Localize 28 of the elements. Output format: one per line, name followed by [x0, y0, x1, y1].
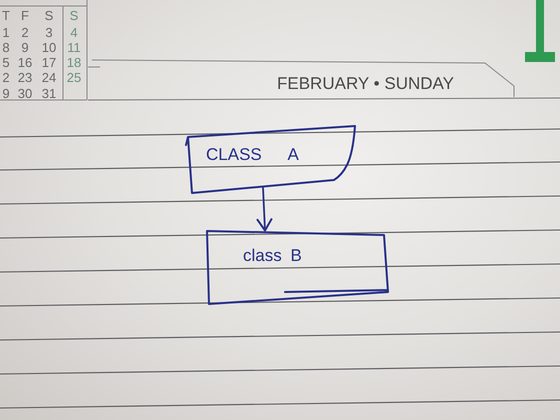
- calendar-day: 4: [64, 25, 84, 40]
- date-header: FEBRUARY • SUNDAY: [277, 74, 454, 94]
- calendar-day: 1: [0, 25, 16, 40]
- weekday-header: F: [20, 8, 30, 23]
- calendar-day: 3: [39, 25, 59, 40]
- weekday-header: S: [68, 8, 80, 23]
- calendar-day: 11: [64, 40, 84, 55]
- calendar-day: 16: [15, 55, 35, 70]
- calendar-day: 17: [39, 55, 59, 70]
- calendar-day: 9: [0, 86, 16, 101]
- box-label: class B: [243, 246, 302, 266]
- process-box: [186, 123, 358, 195]
- calendar-day: 24: [39, 70, 59, 85]
- calendar-day: 5: [0, 55, 16, 70]
- calendar-day: 2: [0, 70, 16, 85]
- calendar-day: 9: [15, 40, 35, 55]
- calendar-day: 18: [64, 55, 84, 70]
- box-label: CLASS A: [206, 145, 299, 165]
- calendar-day: 31: [39, 86, 59, 101]
- calendar-day: 2: [15, 25, 35, 40]
- calendar-day: 25: [64, 70, 84, 85]
- calendar-day: 30: [15, 86, 35, 101]
- calendar-day: 8: [0, 40, 16, 55]
- weekday-header: T: [1, 8, 11, 23]
- arrow: [256, 187, 272, 232]
- calendar-day: 23: [15, 70, 35, 85]
- weekday-header: S: [44, 8, 54, 23]
- calendar-day: 10: [39, 40, 59, 55]
